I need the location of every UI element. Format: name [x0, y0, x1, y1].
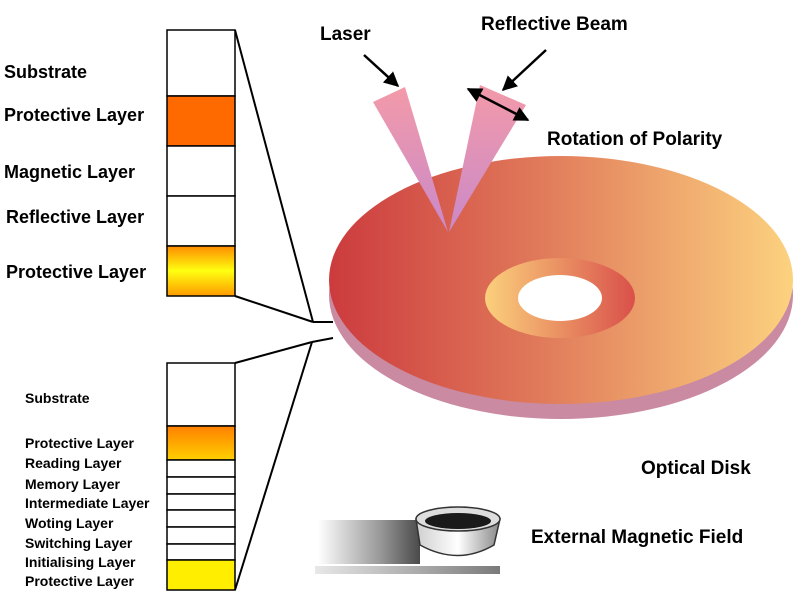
bottom-layer-label: Woting Layer — [25, 515, 114, 531]
bottom-layer-label: Switching Layer — [25, 535, 133, 551]
top-layer-label: Magnetic Layer — [4, 162, 135, 182]
top-stack-connector-upper — [234, 29, 314, 323]
bottom-layer-label: Intermediate Layer — [25, 495, 150, 511]
external-magnetic-field-label: External Magnetic Field — [531, 527, 743, 548]
layer-box — [166, 459, 236, 478]
layer-box — [166, 95, 236, 147]
optical-disk — [329, 156, 793, 419]
optical-disk-label: Optical Disk — [641, 458, 751, 479]
external-magnet-icon — [315, 506, 501, 574]
layer-box — [166, 543, 236, 561]
bottom-layer-label: Reading Layer — [25, 455, 122, 471]
bottom-layer-stack — [166, 362, 236, 591]
bottom-stack-connector-lower — [234, 341, 313, 591]
polarity-arrow — [466, 87, 530, 122]
top-layer-label: Reflective Layer — [6, 207, 144, 227]
top-layer-stack — [166, 29, 236, 297]
reflective-beam-arrow — [501, 49, 547, 92]
layer-box — [166, 509, 236, 528]
disk-hole — [518, 275, 602, 321]
bottom-layer-label: Protective Layer — [25, 435, 134, 451]
top-layer-label: Protective Layer — [6, 262, 146, 282]
laser-beam — [373, 87, 448, 232]
layer-box — [166, 559, 236, 591]
bottom-stack-connector-upper — [234, 341, 313, 364]
bottom-layer-label: Memory Layer — [25, 476, 120, 492]
top-stack-connector-lower — [234, 295, 314, 323]
laser-label: Laser — [320, 24, 371, 45]
layer-box — [166, 245, 236, 297]
disk-edge-connector-bottom — [311, 337, 334, 343]
reflective-beam-label: Reflective Beam — [481, 14, 628, 35]
layer-box — [166, 362, 236, 427]
rotation-of-polarity-label: Rotation of Polarity — [547, 129, 723, 150]
reflective-beam — [449, 85, 526, 232]
layer-box — [166, 195, 236, 247]
bottom-layer-label: Protective Layer — [25, 573, 134, 589]
layer-box — [166, 145, 236, 197]
layer-box — [166, 526, 236, 545]
top-layer-label: Protective Layer — [4, 105, 144, 125]
top-layer-label: Substrate — [4, 62, 87, 82]
layer-box — [166, 425, 236, 461]
layer-box — [166, 476, 236, 495]
bottom-layer-label: Initialising Layer — [25, 554, 136, 570]
bottom-layer-label: Substrate — [25, 390, 90, 406]
laser-arrow — [363, 54, 400, 88]
layer-box — [166, 29, 236, 97]
layer-box — [166, 493, 236, 511]
